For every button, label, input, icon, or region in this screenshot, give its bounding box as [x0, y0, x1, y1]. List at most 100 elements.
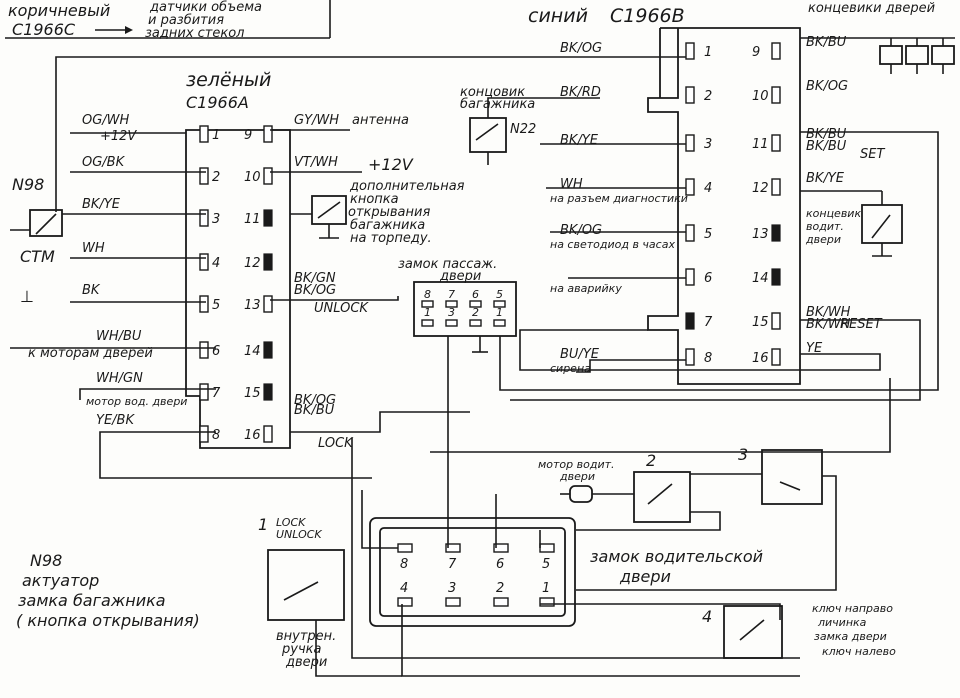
passenger-bottom-pin: [421, 319, 434, 327]
passenger-top-pin: [445, 300, 458, 308]
green-right-pin: [263, 383, 273, 401]
passenger-top-pin-number: 6: [472, 288, 479, 301]
driver-bottom-pin-number: 1: [542, 581, 550, 596]
inner-handle-1: внутрен.: [276, 629, 336, 644]
set-label: SET: [860, 147, 885, 162]
driver-lock-title-2: двери: [619, 567, 671, 586]
blue-left-pin-number: 3: [704, 137, 712, 152]
green-right-pin: [263, 209, 273, 227]
door-motors-label: к моторам дверей: [28, 346, 153, 361]
passenger-bottom-pin-number: 1: [496, 306, 503, 319]
blue-connector-title: синий: [528, 5, 588, 27]
green-right-pin-number: 11: [244, 212, 261, 227]
green-left-pin-number: 5: [212, 298, 220, 313]
green-left-pin: [199, 425, 209, 443]
driver-bottom-pin-number: 4: [400, 581, 408, 596]
driver-bottom-pin: [493, 597, 509, 607]
motor-label-2: двери: [559, 470, 595, 483]
door-switch-group: [800, 37, 955, 74]
green-right-pin-number: 12: [244, 256, 261, 271]
blue-connector-code: C1966B: [610, 5, 685, 27]
blue-right-pin: [771, 42, 781, 60]
blue-left-pin-number: 6: [704, 271, 712, 286]
blue-right-pin-number: 16: [752, 351, 769, 366]
green-left-wire-color: BK/YE: [82, 197, 121, 212]
n98-line-3: ( кнопка открывания): [16, 611, 200, 630]
green-right-pin: [263, 295, 273, 313]
passenger-bottom-pin: [493, 319, 506, 327]
driver-bottom-pin: [539, 597, 555, 607]
driver-switch-label-2: водит.: [806, 220, 844, 233]
antenna-label: антенна: [352, 113, 409, 128]
driver-bottom-pin-number: 2: [496, 581, 504, 596]
legend-brown-code: C1966C: [12, 20, 76, 39]
blue-right-pin-number: 9: [752, 45, 760, 60]
blue-right-wire-color: BK/WH: [806, 305, 851, 320]
green-left-wire-color: BK: [82, 283, 101, 298]
green-left-pin-number: 8: [212, 428, 220, 443]
blue-left-pin: [685, 42, 695, 60]
green-connector-code: C1966A: [186, 93, 249, 112]
blue-left-note: на аварийку: [550, 282, 622, 295]
blue-right-pin-number: 12: [752, 181, 769, 196]
green-left-pin: [199, 167, 209, 185]
legend-brown-desc-2: и разбития: [148, 13, 224, 28]
green-left-pin-number: 1: [212, 128, 220, 143]
blue-right-pin: [771, 86, 781, 104]
green-connector: зелёный C1966A 1OG/WH2OG/BK3BK/YE4WH5BK6…: [10, 69, 465, 451]
blue-right-pin: [771, 348, 781, 366]
trunk-btn-4: багажника: [350, 218, 425, 233]
key-left: ключ налево: [822, 645, 896, 658]
green-right-pin-number: 10: [244, 170, 261, 185]
plus12v-label: +12V: [368, 155, 414, 174]
n98-line-1: актуатор: [22, 571, 99, 590]
trunk-btn-3: открывания: [348, 205, 430, 220]
passenger-bottom-pin-number: 3: [448, 306, 455, 319]
green-right-pin: [263, 425, 273, 443]
trunk-switch-label-2: багажника: [460, 97, 535, 112]
blue-left-wire-color: BK/OG: [560, 41, 602, 56]
n98-line-2: замка багажника: [18, 591, 166, 610]
unlock-label: UNLOCK: [314, 301, 369, 316]
num-2: 2: [646, 451, 656, 470]
blue-right-pin: [771, 312, 781, 330]
passenger-bottom-pin-number: 1: [424, 306, 431, 319]
green-left-pin-number: 2: [212, 170, 220, 185]
blue-left-wire-color: WH: [560, 177, 583, 192]
blue-right-pin: [771, 134, 781, 152]
driver-top-pin-number: 7: [448, 557, 457, 572]
passenger-bottom-pin: [469, 319, 482, 327]
driver-top-pin-number: 8: [400, 557, 408, 572]
blue-left-note: на разъем диагностики: [550, 192, 688, 205]
driver-switch-label-3: двери: [805, 233, 841, 246]
trunk-btn-5: на торпеду.: [350, 231, 432, 246]
ground-symbol: ⊥: [20, 287, 34, 306]
green-right-pin: [263, 341, 273, 359]
trunk-switch-label: концовик: [460, 85, 525, 100]
green-left-wire-color: WH/BU: [96, 329, 142, 344]
inner-handle-3: двери: [285, 655, 327, 670]
driver-top-pin: [445, 543, 461, 553]
blue-right-pin-number: 15: [752, 315, 769, 330]
driver-top-pin: [397, 543, 413, 553]
blue-left-pin: [685, 86, 695, 104]
passenger-top-pin-number: 7: [448, 288, 455, 301]
legend-brown-desc-3: задних стекол: [145, 26, 244, 41]
key-door: замка двери: [814, 630, 887, 643]
green-right-wire-color: GY/WH: [294, 113, 339, 128]
driver-top-pin-number: 5: [542, 557, 550, 572]
passenger-top-pin-number: 8: [424, 288, 431, 301]
green-right-pin: [263, 253, 273, 271]
driver-lock-title-1: замок водительской: [590, 547, 763, 566]
n22-label: N22: [510, 122, 536, 137]
driver-bottom-pin: [445, 597, 461, 607]
green-left-wire-color: OG/WH: [82, 113, 130, 128]
green-right-wire-color: BK/GN: [294, 271, 336, 286]
blue-right-pin: [771, 178, 781, 196]
motor-label-1: мотор водит.: [538, 458, 615, 471]
inner-handle-2: ручка: [281, 642, 321, 657]
blue-right-pin: [771, 268, 781, 286]
